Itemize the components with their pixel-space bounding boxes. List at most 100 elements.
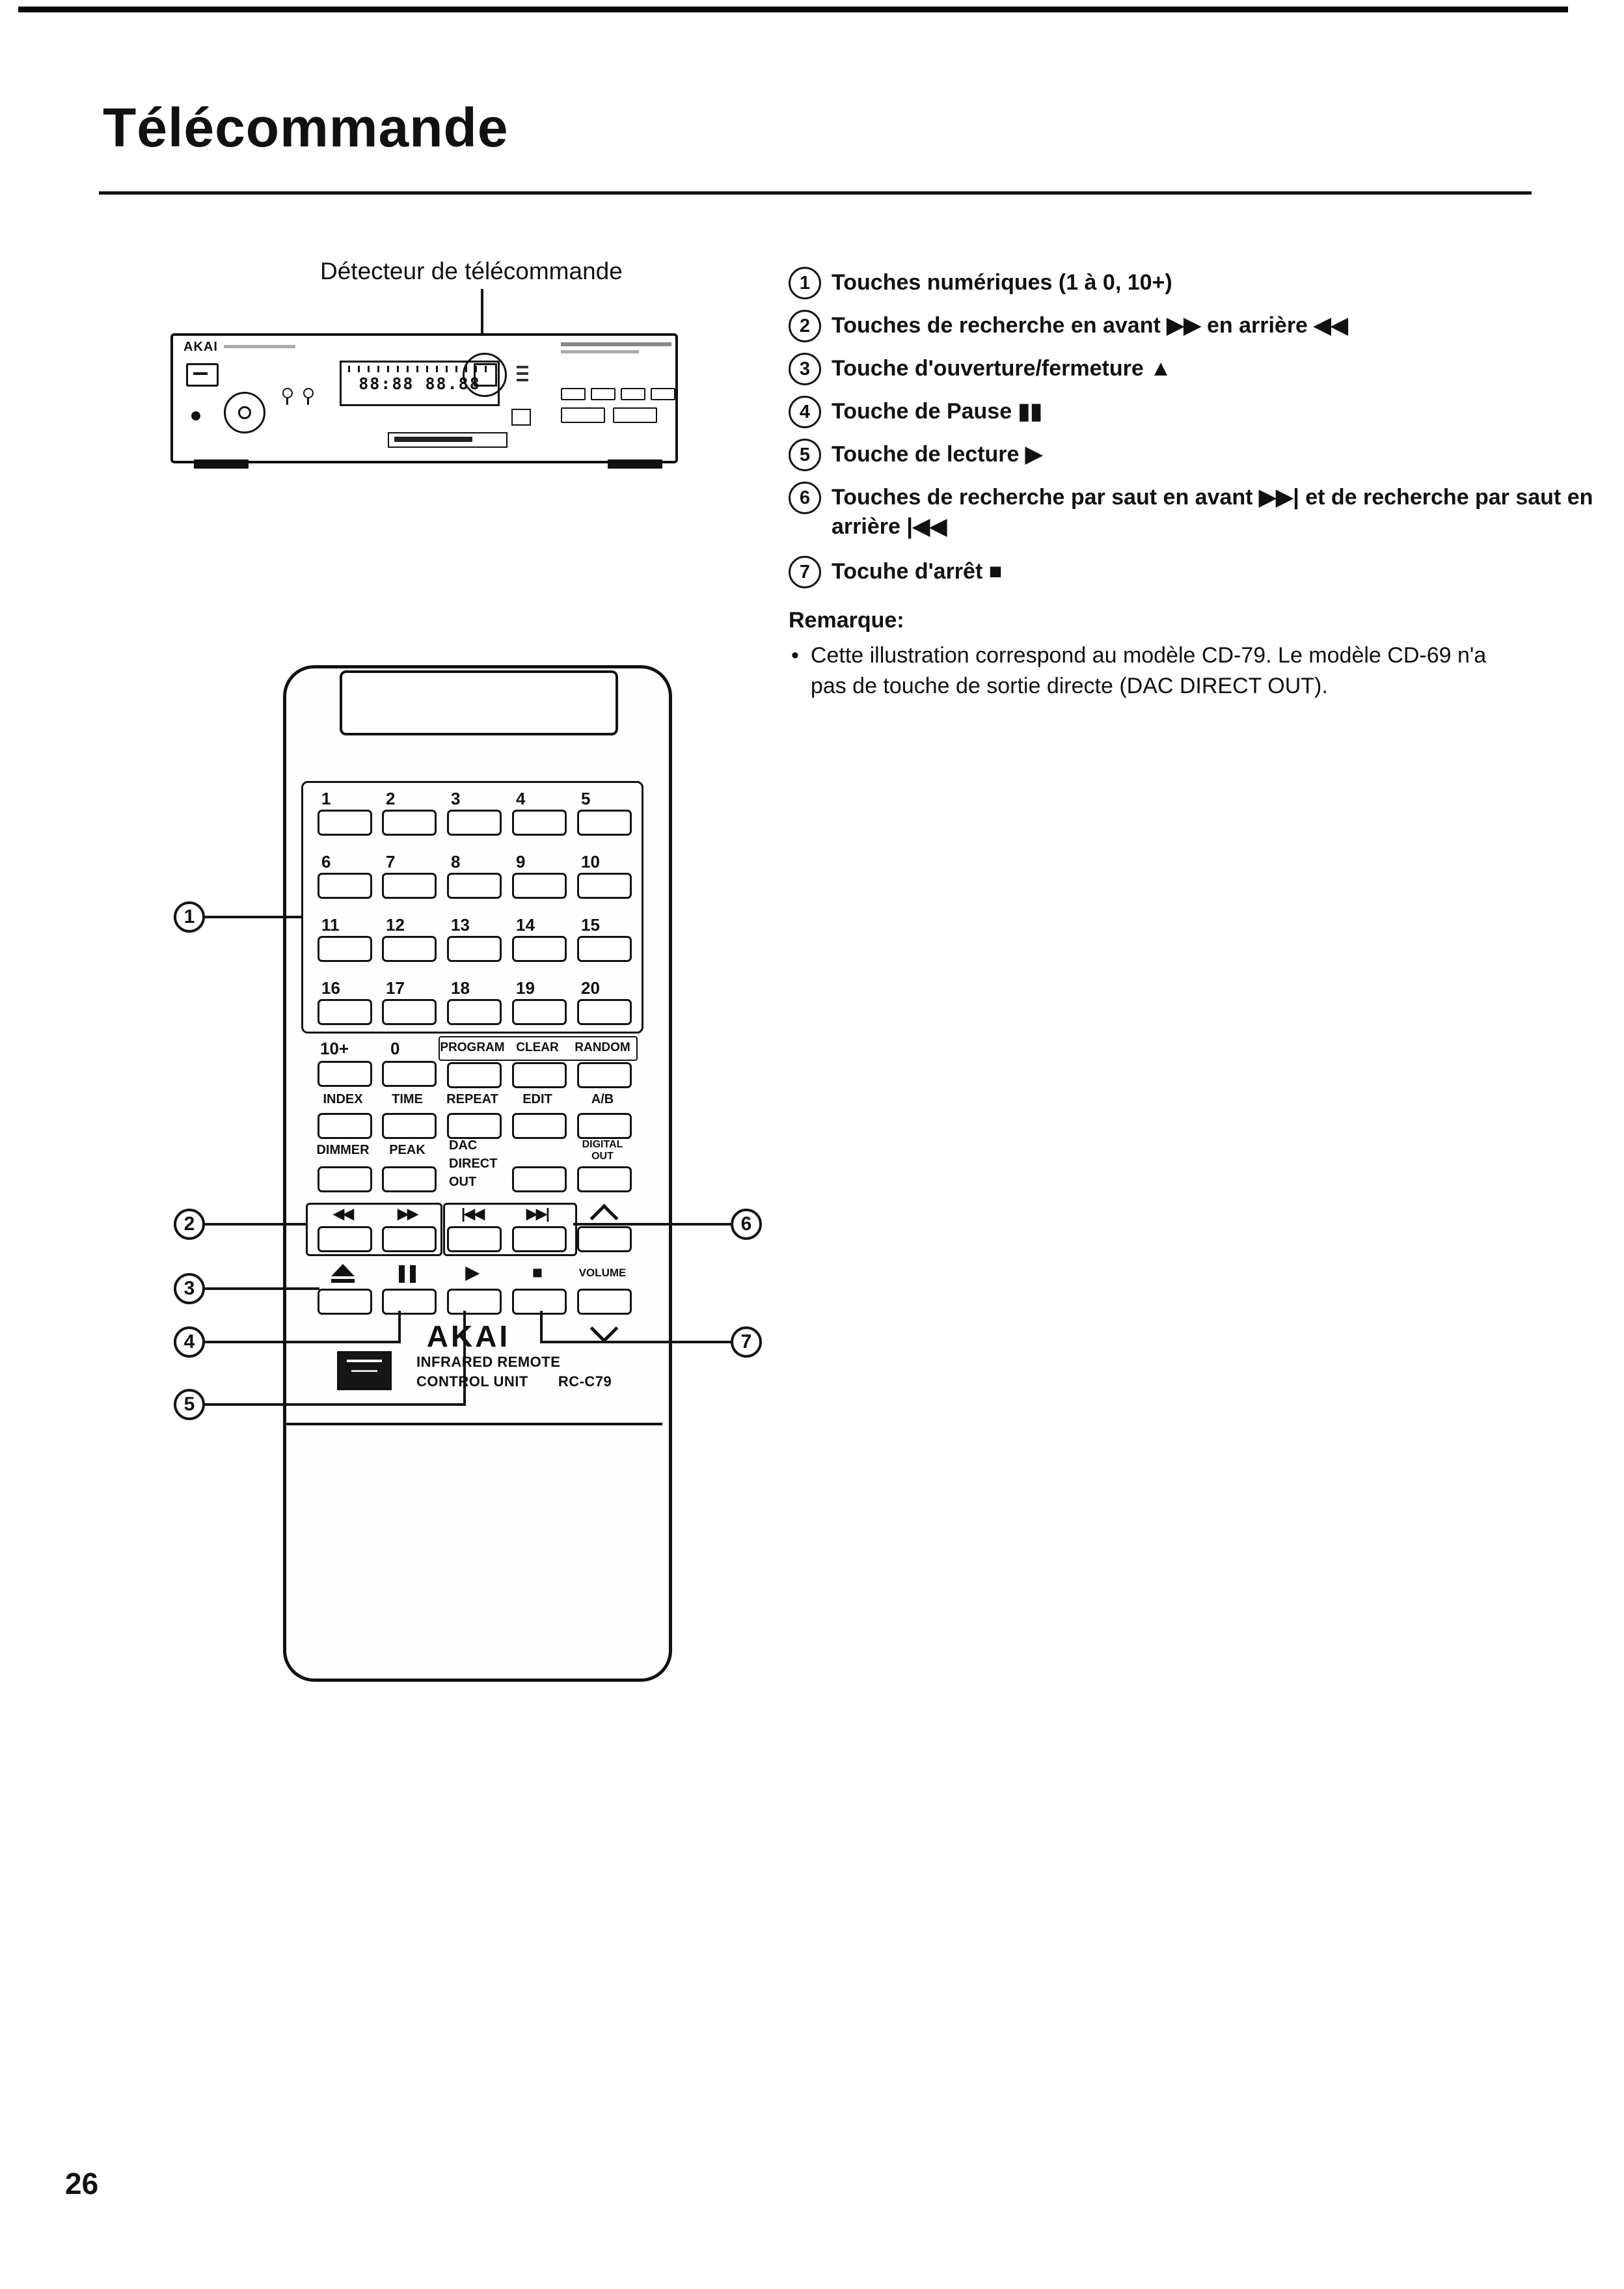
legend-item-1: 1 Touches numériques (1 à 0, 10+) [789,267,1595,299]
callout-4: 4 [174,1326,205,1358]
key-label: 2 [386,789,396,808]
key-label: INDEX [323,1092,363,1106]
key-label: 1 [321,789,331,808]
stop-key [512,1289,567,1315]
search-group-outline [306,1203,442,1256]
zero-key [382,1061,437,1087]
num-key-13 [447,936,502,962]
player-eject-button [511,409,531,426]
display-ticks [348,366,491,372]
legend-number-badge: 5 [789,439,821,471]
search-back-icon: ◀◀ [333,1205,354,1222]
ab-key [577,1113,632,1139]
skip-group-outline [443,1203,577,1256]
callout-line-3 [205,1287,319,1290]
player-foot [608,459,662,469]
number-pad-outline [301,781,643,1034]
search-back-key [318,1226,372,1252]
disc-tray [388,432,508,448]
cd-player-figure: AKAI 88:88 88.88 [170,333,678,463]
num-key-1 [318,810,372,836]
legend-text: Touches de recherche en avant ▶▶ en arri… [832,313,1348,338]
key-label: 7 [386,852,396,871]
key-label: 17 [386,978,405,998]
key-label: 16 [321,978,340,998]
model-print-line [561,350,639,353]
key-label: 3 [451,789,461,808]
key-label: 10 [581,852,600,871]
callout-line-5 [205,1403,466,1406]
num-key-15 [577,936,632,962]
num-key-18 [447,999,502,1025]
remote-unit-text: CONTROL UNIT [416,1373,528,1390]
key-label: 8 [451,852,461,871]
remote-unit-line1: INFRARED REMOTE [416,1354,561,1370]
digital-out-key [577,1166,632,1192]
eject-icon [331,1264,355,1283]
key-label: 11 [321,915,340,935]
key-label: 20 [581,978,600,998]
legend-number-badge: 1 [789,267,821,299]
compact-disc-logo [337,1351,392,1390]
note-bullet: • [791,643,799,668]
stop-icon: ■ [532,1263,543,1282]
remote-sensor-highlight [463,353,507,397]
num-key-12 [382,936,437,962]
remote-model: RC-C79 [558,1373,612,1390]
key-label: 10+ [320,1039,349,1058]
note-title: Remarque: [789,608,904,633]
jack-icon [282,388,293,405]
legend-text: Touches numériques (1 à 0, 10+) [832,270,1172,295]
sensor-label: Détecteur de télécommande [320,258,623,284]
skip-back-key [447,1226,502,1252]
legend-text: Touche d'ouverture/fermeture ▲ [832,356,1172,381]
num-key-8 [447,873,502,899]
page-number: 26 [65,2167,99,2200]
page-title: Télécommande [103,97,509,158]
random-key [577,1062,632,1088]
callout-line-7-vertical [540,1311,543,1343]
key-label: EDIT [522,1092,552,1106]
pause-icon [399,1265,416,1283]
key-label: 12 [386,915,405,935]
phones-jack-icon [191,411,200,420]
display-digits: 88:88 88.88 [359,374,481,393]
legend-item-6: 6 Touches de recherche par saut en avant… [789,482,1595,541]
remote-panel-separator [286,1423,662,1425]
dac-label-line: OUT [449,1175,477,1189]
skip-forward-icon: ▶▶| [526,1205,550,1222]
num-key-14 [512,936,567,962]
key-label: 6 [321,852,331,871]
note-text: Cette illustration correspond au modèle … [810,643,1487,698]
key-label: 19 [516,978,535,998]
callout-5: 5 [174,1389,205,1420]
legend-number-badge: 2 [789,310,821,342]
legend-number-badge: 7 [789,556,821,588]
search-forward-key [382,1226,437,1252]
volume-up-key [577,1226,632,1252]
top-rule [18,7,1568,12]
key-label: PEAK [389,1143,426,1157]
key-label: CLEAR [516,1041,559,1054]
key-label: 13 [451,915,470,935]
key-label: RANDOM [575,1041,630,1054]
volume-down-key [577,1289,632,1315]
legend-text: Touche de lecture ▶ [832,442,1043,467]
legend-item-5: 5 Touche de lecture ▶ [789,439,1595,471]
callout-6: 6 [731,1209,762,1240]
num-key-16 [318,999,372,1025]
index-key [318,1113,372,1139]
ten-plus-key [318,1061,372,1087]
key-label: TIME [392,1092,423,1106]
program-group-outline [439,1036,638,1061]
eject-key [318,1289,372,1315]
callout-line-2 [205,1223,306,1226]
legend-number-badge: 6 [789,482,821,514]
player-transport-buttons [561,407,657,423]
num-key-3 [447,810,502,836]
callout-line-4-vertical [398,1311,401,1343]
key-label: 9 [516,852,526,871]
num-key-7 [382,873,437,899]
search-forward-icon: ▶▶ [398,1205,418,1222]
remote-brand-logo: AKAI [426,1319,511,1353]
